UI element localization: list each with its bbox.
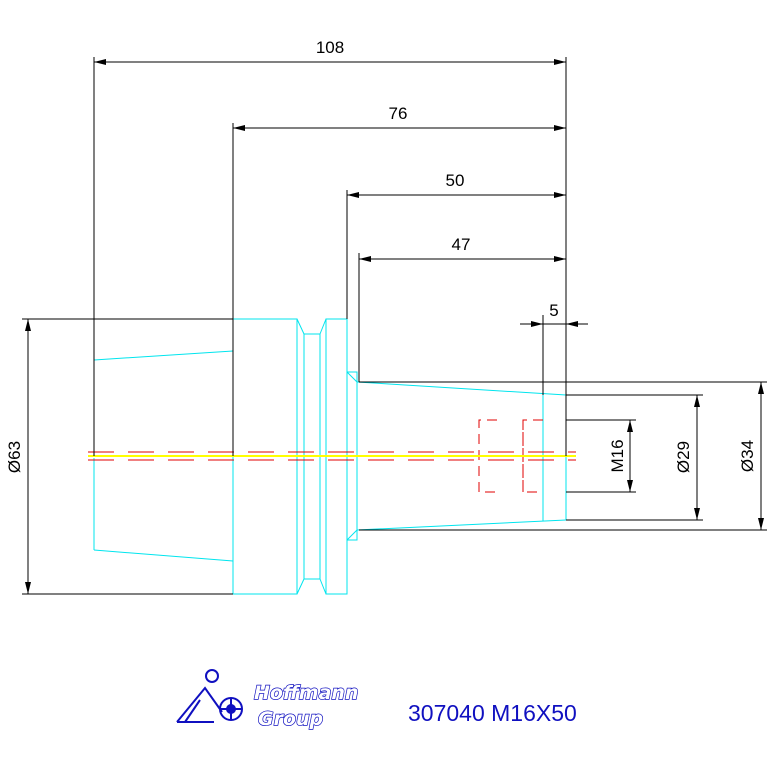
- dim-108-label: 108: [316, 38, 344, 57]
- hoffmann-group-logo: Hoffmann Group: [176, 669, 359, 731]
- dim-5-label: 5: [549, 301, 558, 320]
- dim-50-label: 50: [446, 171, 465, 190]
- dim-76-label: 76: [389, 104, 408, 123]
- dimension-lines: [22, 57, 767, 595]
- dim-dia34-label: Ø34: [738, 440, 757, 472]
- dimension-arrows: [25, 59, 764, 594]
- logo-text-line1: Hoffmann: [254, 682, 358, 704]
- part-number-label: 307040 M16X50: [408, 700, 577, 726]
- dim-dia63-label: Ø63: [5, 441, 24, 473]
- dim-47-label: 47: [452, 235, 471, 254]
- centerline: [88, 451, 576, 461]
- logo-text-line2: Group: [258, 708, 323, 730]
- dim-m16-label: M16: [608, 439, 627, 472]
- dim-dia29-label: Ø29: [674, 441, 693, 473]
- logo-figure-icon: [176, 669, 243, 723]
